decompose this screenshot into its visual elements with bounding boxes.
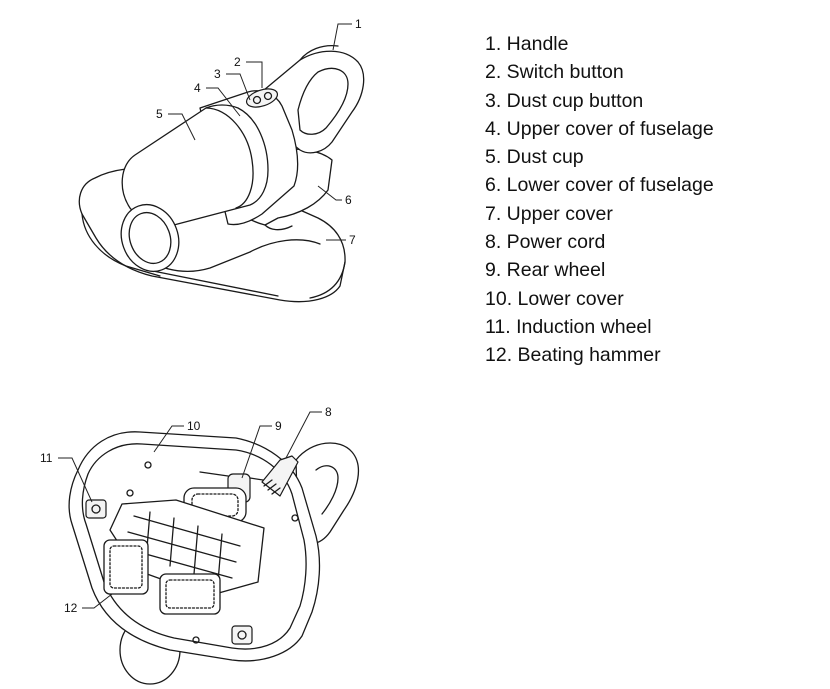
legend-item-rear-wheel: 9. Rear wheel	[485, 259, 606, 282]
induction-wheel-illustration	[85, 499, 253, 645]
callout-12: 12	[64, 601, 78, 615]
dust-cup-illustration	[121, 104, 269, 228]
legend-item-dust-cup-button: 3. Dust cup button	[485, 89, 644, 112]
power-cord-illustration	[261, 455, 299, 497]
legend-item-power-cord: 8. Power cord	[485, 231, 606, 254]
legend-item-lower-cover-fuselage: 6. Lower cover of fuselage	[485, 174, 714, 197]
nozzle-illustration	[120, 203, 180, 273]
callout-8: 8	[325, 405, 332, 419]
callout-10: 10	[187, 419, 201, 433]
legend-item-upper-cover-fuselage: 4. Upper cover of fuselage	[485, 117, 714, 140]
callout-11: 11	[40, 451, 53, 465]
callout-1: 1	[355, 17, 362, 31]
parts-legend: 1. Handle 2. Switch button 3. Dust cup b…	[485, 30, 714, 370]
legend-item-handle: 1. Handle	[485, 33, 569, 55]
legend-item-dust-cup: 5. Dust cup	[485, 146, 584, 169]
legend-item-lower-cover: 10. Lower cover	[485, 287, 624, 310]
callout-6: 6	[345, 193, 352, 207]
legend-item-switch-button: 2. Switch button	[485, 61, 624, 84]
beating-hammer-illustration	[103, 539, 221, 615]
buttons-illustration	[245, 88, 279, 108]
legend-item-beating-hammer: 12. Beating hammer	[485, 344, 661, 367]
callout-2: 2	[234, 55, 241, 69]
callout-4: 4	[194, 81, 201, 95]
callout-9: 9	[275, 419, 282, 433]
legend-item-induction-wheel: 11. Induction wheel	[485, 315, 652, 338]
legend-item-upper-cover: 7. Upper cover	[485, 202, 613, 225]
callout-5: 5	[156, 107, 163, 121]
callout-3: 3	[214, 67, 221, 81]
callout-7: 7	[349, 233, 356, 247]
